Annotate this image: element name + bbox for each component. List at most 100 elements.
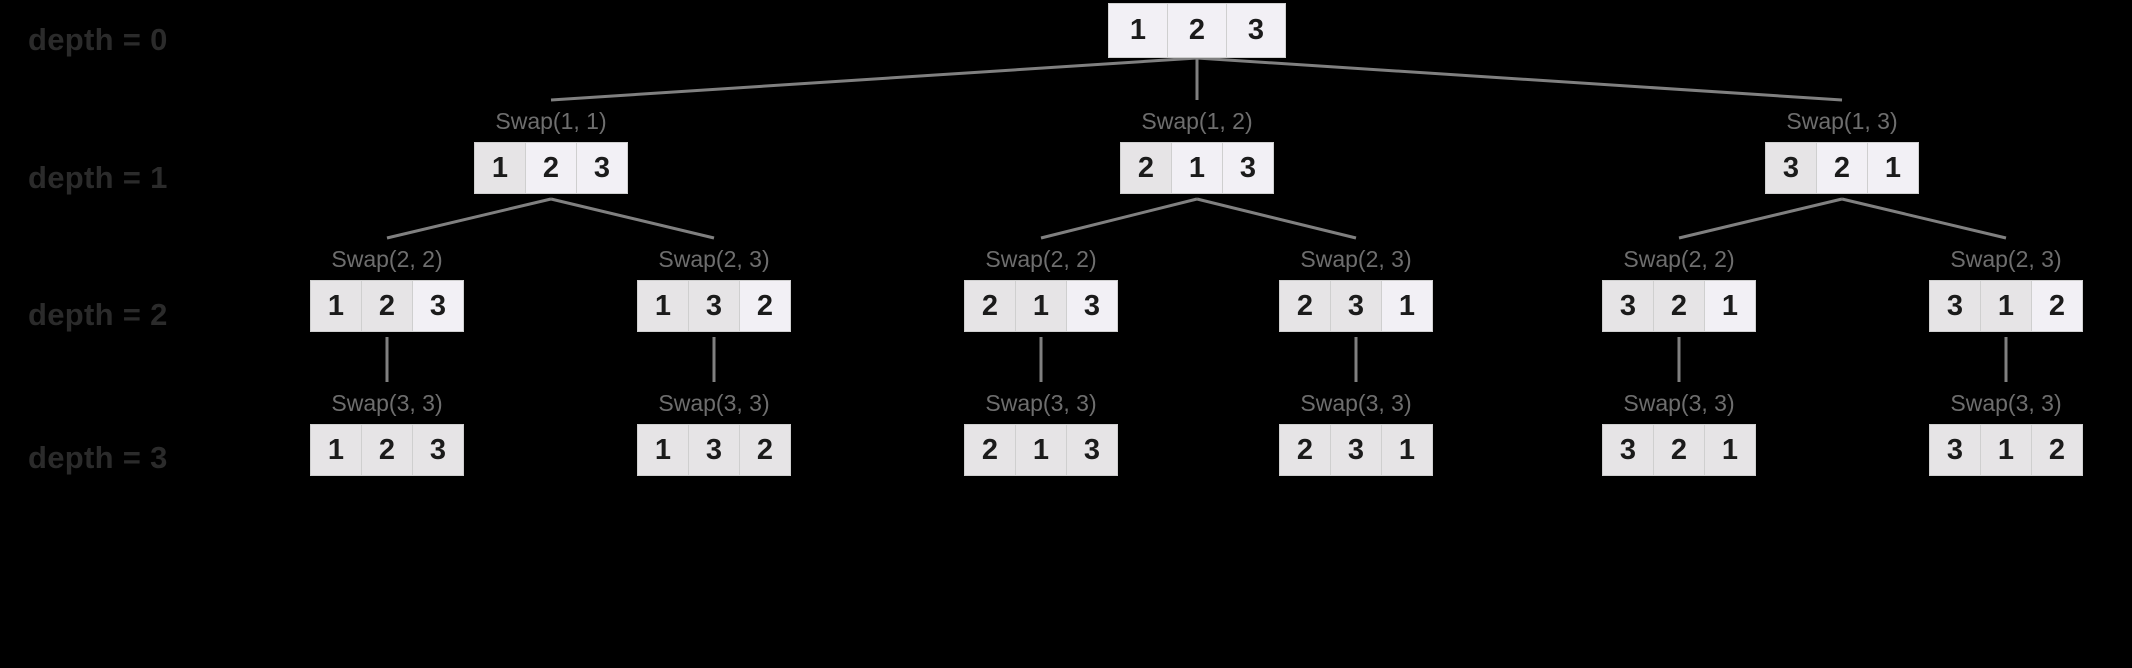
array-cell-d3-n1-2[interactable]: 2 [739, 424, 791, 476]
array-cell-d1-n2-1[interactable]: 2 [1816, 142, 1868, 194]
array-cell-d3-n4-2[interactable]: 1 [1704, 424, 1756, 476]
array-cell-d2-n5-0[interactable]: 3 [1929, 280, 1981, 332]
swap-label-d3-n1: Swap(3, 3) [658, 390, 770, 416]
depth-label-0: depth = 0 [28, 22, 168, 57]
array-cell-d2-n2-1[interactable]: 1 [1015, 280, 1067, 332]
array-cell-d2-n5-2[interactable]: 2 [2031, 280, 2083, 332]
array-cell-d3-n0-2[interactable]: 3 [412, 424, 464, 476]
array-cell-d3-n4-0[interactable]: 3 [1602, 424, 1654, 476]
array-cell-d1-n1-0[interactable]: 2 [1120, 142, 1172, 194]
depth-label-1: depth = 1 [28, 160, 168, 195]
swap-label-d2-n1: Swap(2, 3) [658, 246, 770, 272]
array-cell-d1-n1-1[interactable]: 1 [1171, 142, 1223, 194]
array-cell-d3-n5-2[interactable]: 2 [2031, 424, 2083, 476]
swap-label-d3-n2: Swap(3, 3) [985, 390, 1097, 416]
swap-label-d2-n5: Swap(2, 3) [1950, 246, 2062, 272]
swap-label-d2-n4: Swap(2, 2) [1623, 246, 1735, 272]
depth-label-3: depth = 3 [28, 440, 168, 475]
swap-label-d2-n3: Swap(2, 3) [1300, 246, 1412, 272]
array-cell-d2-n1-1[interactable]: 3 [688, 280, 740, 332]
array-cell-d1-n1-2[interactable]: 3 [1222, 142, 1274, 194]
array-cell-d1-n0-1[interactable]: 2 [525, 142, 577, 194]
array-cell-d3-n3-1[interactable]: 3 [1330, 424, 1382, 476]
swap-label-d3-n5: Swap(3, 3) [1950, 390, 2062, 416]
array-cell-root-0[interactable]: 1 [1108, 3, 1168, 58]
array-cell-root-2[interactable]: 3 [1226, 3, 1286, 58]
array-cell-root-1[interactable]: 2 [1167, 3, 1227, 58]
swap-label-d3-n0: Swap(3, 3) [331, 390, 443, 416]
array-cell-d2-n2-0[interactable]: 2 [964, 280, 1016, 332]
array-cell-d2-n2-2[interactable]: 3 [1066, 280, 1118, 332]
array-cell-d3-n0-1[interactable]: 2 [361, 424, 413, 476]
array-cell-d3-n2-2[interactable]: 3 [1066, 424, 1118, 476]
array-cell-d1-n0-2[interactable]: 3 [576, 142, 628, 194]
array-cell-d3-n0-0[interactable]: 1 [310, 424, 362, 476]
array-cell-d2-n3-2[interactable]: 1 [1381, 280, 1433, 332]
array-cell-d3-n2-0[interactable]: 2 [964, 424, 1016, 476]
array-cell-d3-n5-0[interactable]: 3 [1929, 424, 1981, 476]
array-cell-d2-n4-1[interactable]: 2 [1653, 280, 1705, 332]
swap-label-d3-n4: Swap(3, 3) [1623, 390, 1735, 416]
array-cell-d2-n1-2[interactable]: 2 [739, 280, 791, 332]
array-cell-d1-n2-2[interactable]: 1 [1867, 142, 1919, 194]
array-cell-d2-n4-0[interactable]: 3 [1602, 280, 1654, 332]
array-cell-d2-n3-1[interactable]: 3 [1330, 280, 1382, 332]
array-cell-d1-n0-0[interactable]: 1 [474, 142, 526, 194]
array-cell-d2-n5-1[interactable]: 1 [1980, 280, 2032, 332]
swap-label-d3-n3: Swap(3, 3) [1300, 390, 1412, 416]
array-cell-d2-n4-2[interactable]: 1 [1704, 280, 1756, 332]
swap-label-d1-n2: Swap(1, 3) [1786, 108, 1898, 134]
array-cell-d3-n4-1[interactable]: 2 [1653, 424, 1705, 476]
swap-label-d1-n1: Swap(1, 2) [1141, 108, 1253, 134]
array-cell-d2-n1-0[interactable]: 1 [637, 280, 689, 332]
array-cell-d2-n0-2[interactable]: 3 [412, 280, 464, 332]
array-cell-d3-n1-1[interactable]: 3 [688, 424, 740, 476]
array-cell-d3-n3-2[interactable]: 1 [1381, 424, 1433, 476]
array-cell-d1-n2-0[interactable]: 3 [1765, 142, 1817, 194]
array-cell-d2-n0-0[interactable]: 1 [310, 280, 362, 332]
swap-label-d1-n0: Swap(1, 1) [495, 108, 607, 134]
array-cell-d2-n0-1[interactable]: 2 [361, 280, 413, 332]
swap-label-d2-n0: Swap(2, 2) [331, 246, 443, 272]
array-cell-d3-n3-0[interactable]: 2 [1279, 424, 1331, 476]
array-cell-d3-n1-0[interactable]: 1 [637, 424, 689, 476]
swap-label-d2-n2: Swap(2, 2) [985, 246, 1097, 272]
array-cell-d3-n5-1[interactable]: 1 [1980, 424, 2032, 476]
depth-label-2: depth = 2 [28, 297, 168, 332]
array-cell-d3-n2-1[interactable]: 1 [1015, 424, 1067, 476]
array-cell-d2-n3-0[interactable]: 2 [1279, 280, 1331, 332]
